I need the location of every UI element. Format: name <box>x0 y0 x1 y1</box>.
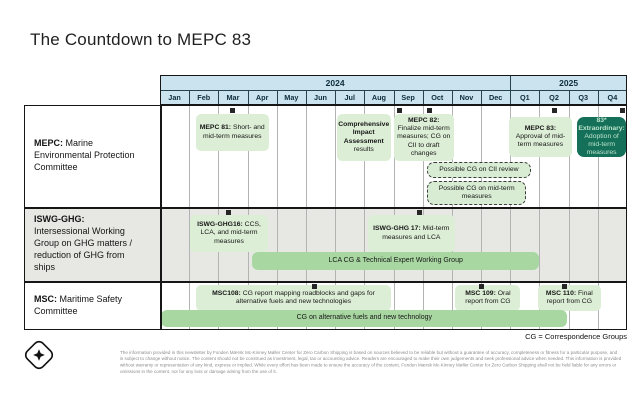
event-mepc-5: 83* Extraordinary: Adoption of mid-term … <box>577 116 626 157</box>
meeting-marker <box>551 108 557 113</box>
header-separator <box>481 90 483 105</box>
period-header-jan: Jan <box>160 90 190 105</box>
event-iswg-3: LCA CG & Technical Expert Working Group <box>251 252 540 270</box>
meeting-marker <box>427 108 433 113</box>
meeting-marker <box>396 108 402 113</box>
event-mepc-2: Comprehensive Impact Assessment results <box>336 114 391 161</box>
period-header-may: May <box>276 90 306 105</box>
grid-column-line <box>335 105 337 330</box>
meeting-marker <box>620 108 626 113</box>
row-label-mepc: MEPC: Marine Environmental Protection Co… <box>34 138 135 172</box>
header-separator <box>335 90 337 105</box>
event-msc-3: MSC 110: Final report from CG <box>537 285 601 311</box>
header-separator <box>364 90 366 105</box>
meeting-marker <box>417 210 423 215</box>
row-label-iswg: ISWG-GHG:Intersessional Working Group on… <box>34 214 133 272</box>
period-header-mar: Mar <box>218 90 248 105</box>
header-separator <box>305 90 307 105</box>
header-separator <box>276 90 278 105</box>
row-divider <box>24 281 627 283</box>
meeting-marker <box>312 284 318 289</box>
period-header-aug: Aug <box>364 90 394 105</box>
grid-column-line <box>189 105 191 330</box>
period-header-jun: Jun <box>305 90 336 105</box>
period-header-q3: Q3 <box>568 90 598 105</box>
period-header-apr: Apr <box>247 90 277 105</box>
event-msc-4: CG on alternative fuels and new technolo… <box>161 310 568 327</box>
grid-column-line <box>276 105 278 330</box>
header-separator <box>218 90 220 105</box>
event-msc-2: MSC 109: Oral report from CG <box>455 285 521 311</box>
year-header-2024: 2024 <box>160 75 511 90</box>
grid-column-line <box>481 105 483 330</box>
period-header-oct: Oct <box>422 90 452 105</box>
center-logo-icon <box>24 340 54 370</box>
grid-column-line <box>364 105 366 330</box>
grid-column-line <box>568 105 570 330</box>
year-separator <box>510 75 512 90</box>
row-divider <box>24 207 627 209</box>
header-separator <box>568 90 570 105</box>
event-mepc-1: MEPC 81: Short- and mid-term measures <box>195 114 269 151</box>
period-header-nov: Nov <box>451 90 482 105</box>
period-header-feb: Feb <box>189 90 219 105</box>
period-header-sep: Sep <box>393 90 423 105</box>
event-msc-1: MSC108: CG report mapping roadblocks and… <box>196 285 391 311</box>
header-separator <box>510 90 512 105</box>
header-separator <box>597 90 599 105</box>
event-iswg-2: ISWG-GHG 17: Mid-term measures and LCA <box>367 215 455 252</box>
period-header-q2: Q2 <box>539 90 569 105</box>
event-mepc-7: Possible CG on mid-term measures <box>427 181 527 205</box>
grid-column-line <box>510 105 512 330</box>
grid-column-line <box>539 105 541 330</box>
period-header-q1: Q1 <box>510 90 540 105</box>
meeting-marker <box>229 108 235 113</box>
event-mepc-4: MEPC 83: Approval of mid-term measures <box>508 117 573 157</box>
header-separator <box>393 90 395 105</box>
period-header-jul: Jul <box>335 90 365 105</box>
grid-column-line <box>597 105 599 330</box>
period-header-dec: Dec <box>481 90 511 105</box>
row-label-msc: MSC: Maritime Safety Committee <box>34 293 123 316</box>
header-mid-line <box>160 90 627 91</box>
header-separator <box>451 90 453 105</box>
header-separator <box>539 90 541 105</box>
header-separator <box>247 90 249 105</box>
event-mepc-6: Possible CG on CII review <box>427 162 531 178</box>
cg-abbreviation-note: CG = Correspondence Groups <box>525 332 627 341</box>
meeting-marker <box>561 284 567 289</box>
legal-disclaimer: The information provided in this newslet… <box>120 350 622 375</box>
event-iswg-1: ISWG-GHG16: CCS, LCA, and mid-term measu… <box>190 215 268 252</box>
event-mepc-3: MEPC 82: Finalize mid-term measures; CG … <box>393 114 454 161</box>
page-title: The Countdown to MEPC 83 <box>30 30 252 49</box>
header-separator <box>422 90 424 105</box>
meeting-marker <box>478 284 484 289</box>
period-header-q4: Q4 <box>597 90 627 105</box>
year-header-2025: 2025 <box>510 75 627 90</box>
label-column-divider <box>160 105 162 330</box>
grid-column-line <box>305 105 307 330</box>
header-separator <box>189 90 191 105</box>
meeting-marker <box>225 210 231 215</box>
